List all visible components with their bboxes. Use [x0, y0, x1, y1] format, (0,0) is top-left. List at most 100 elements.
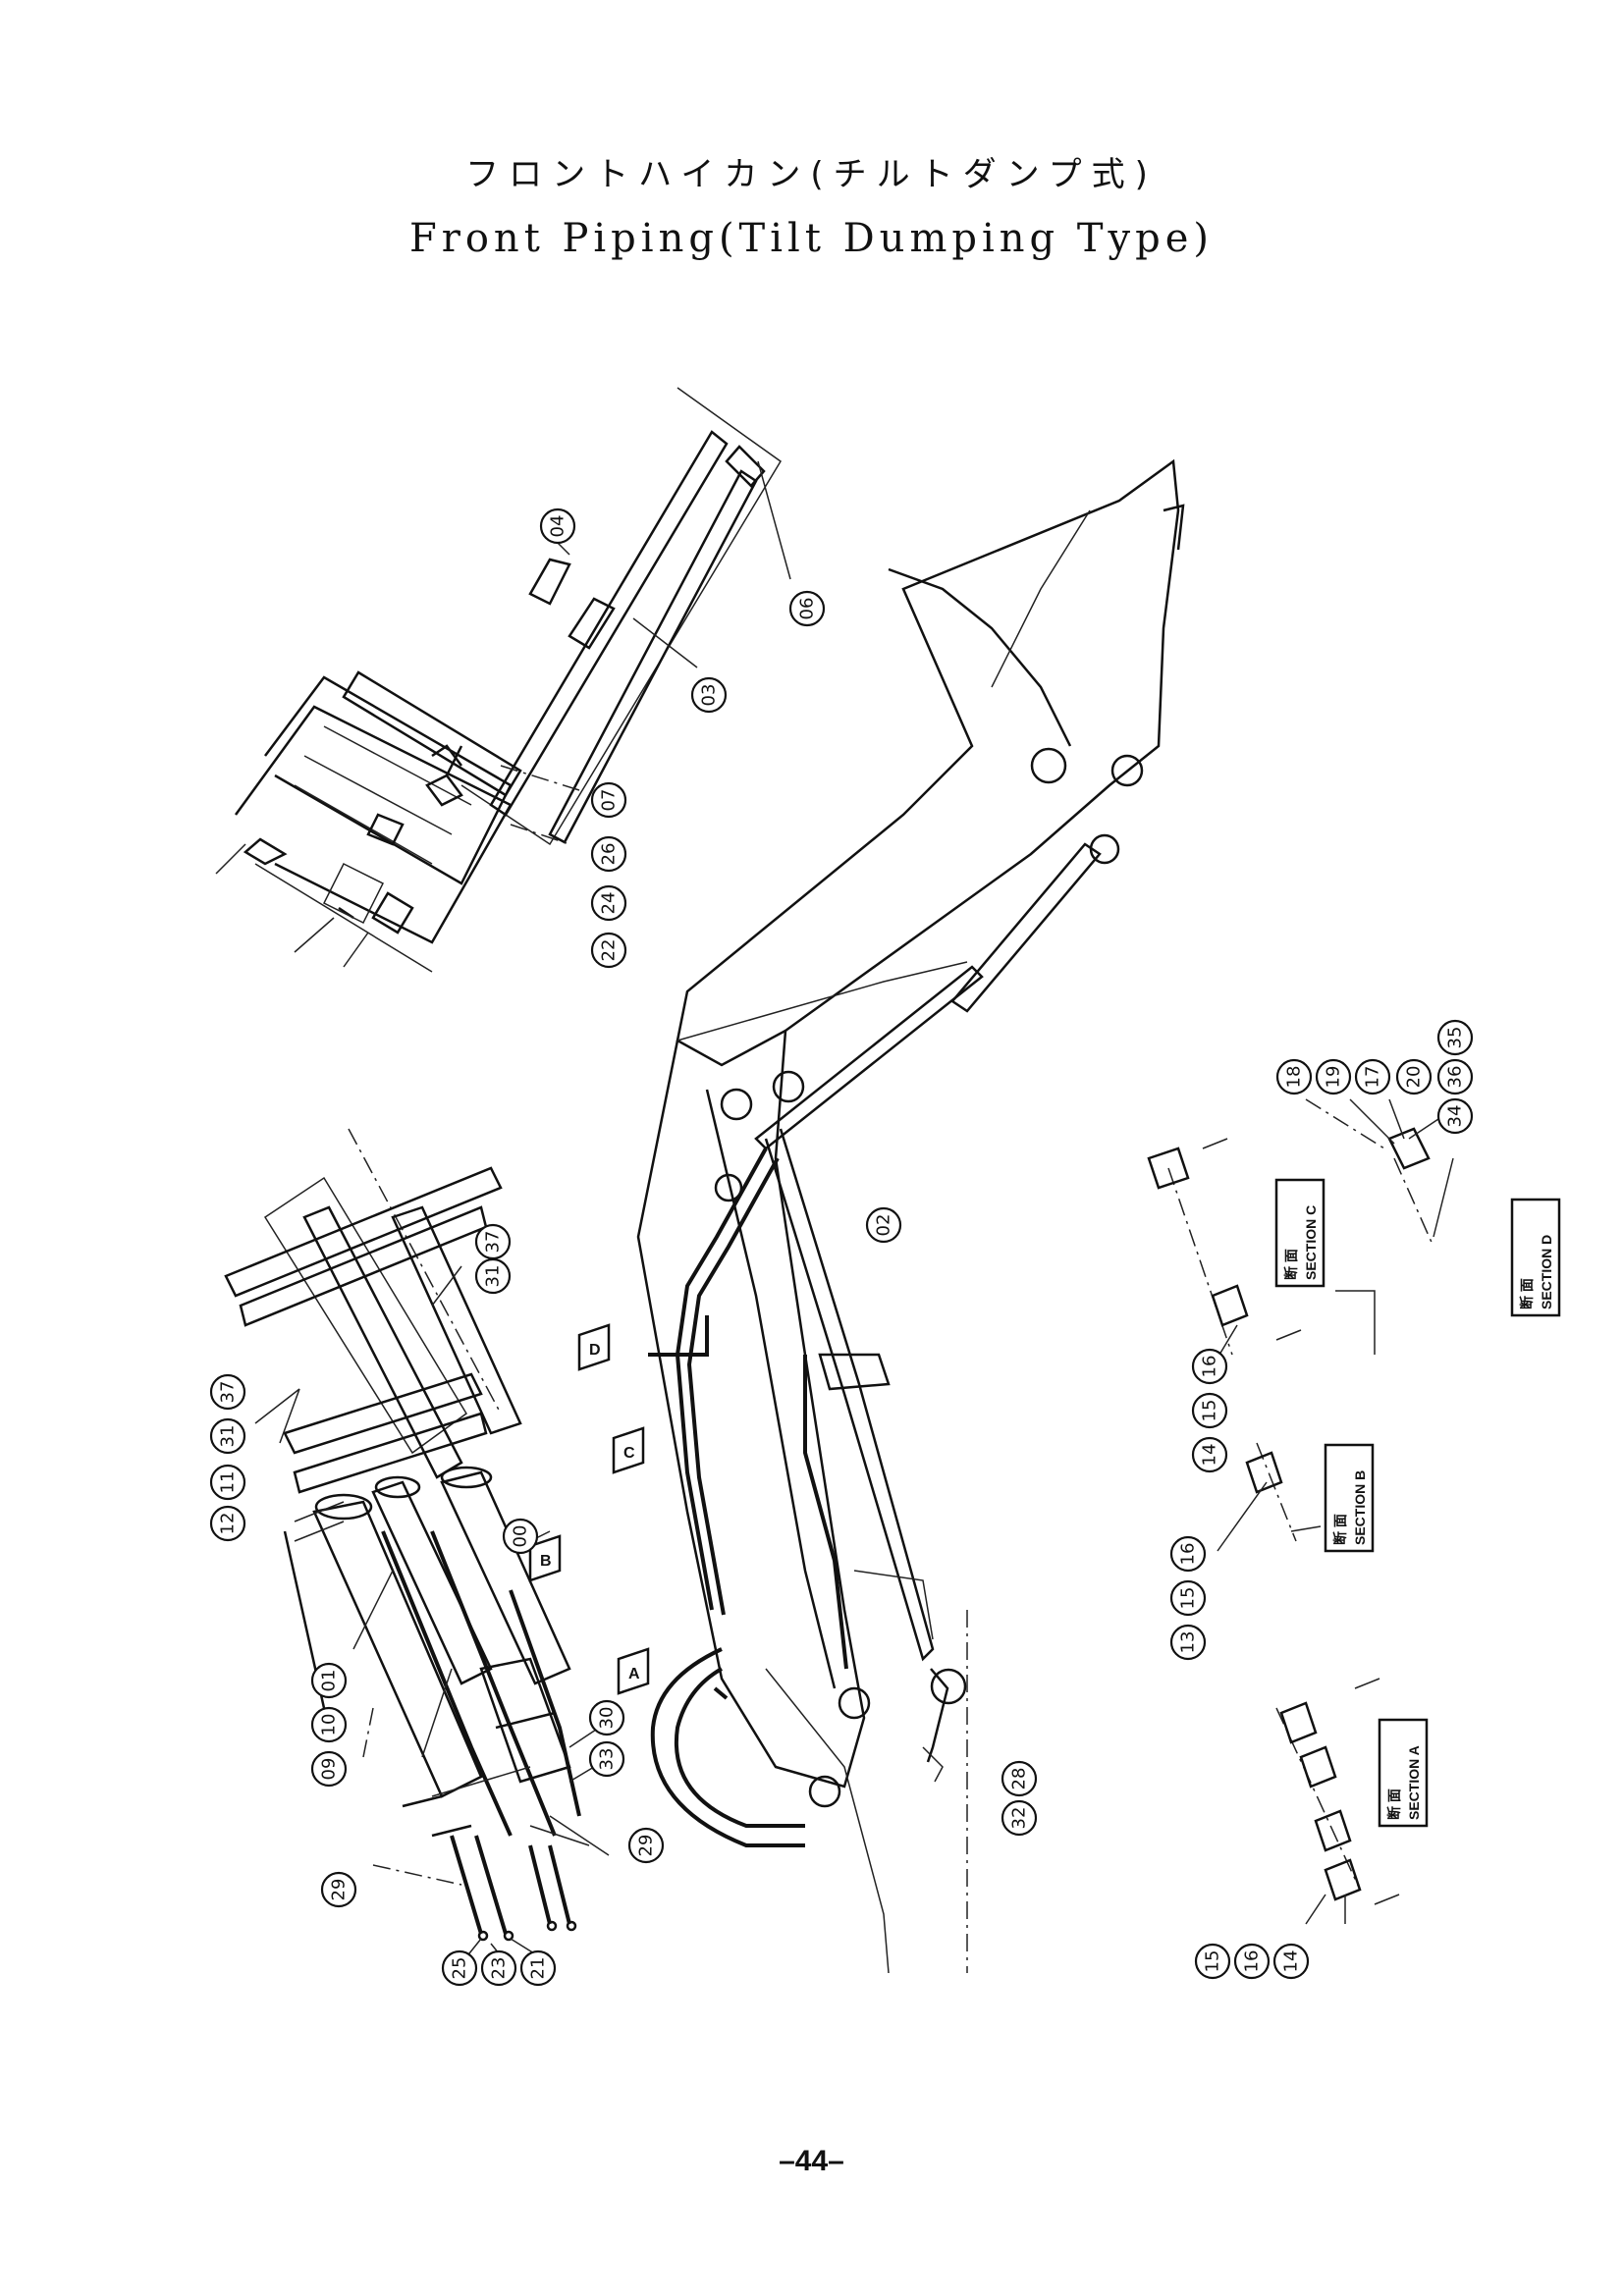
callout-37: 37 [209, 1373, 246, 1411]
callout-circle [1233, 1943, 1271, 1980]
view-arrow-B: B [528, 1534, 562, 1582]
callout-16: 16 [1233, 1943, 1271, 1980]
callout-label: 15 [1178, 1587, 1199, 1610]
callout-circle [1315, 1058, 1352, 1095]
callout-circle [1272, 1943, 1310, 1980]
callout-label: 17 [1363, 1066, 1383, 1089]
callout-label: 15 [1203, 1950, 1223, 1973]
callout-label: 37 [483, 1231, 504, 1254]
callout-label: 09 [319, 1758, 340, 1781]
callout-circle [1001, 1799, 1038, 1837]
section-b-en: SECTION B [1352, 1470, 1368, 1545]
view-arrow-D: D [577, 1323, 611, 1371]
callout-label: 01 [319, 1670, 340, 1692]
section-c-label: 断 面 SECTION C [1274, 1178, 1325, 1288]
callout-circle [209, 1417, 246, 1455]
callout-14: 14 [1191, 1436, 1228, 1473]
callout-circle [519, 1949, 557, 1987]
callout-15: 15 [1169, 1579, 1207, 1617]
callout-33: 33 [588, 1740, 625, 1778]
callout-label: 22 [599, 939, 620, 962]
callout-circle [1191, 1436, 1228, 1473]
page-number: –44– [779, 2145, 844, 2177]
callout-25: 25 [441, 1949, 478, 1987]
section-c-en: SECTION C [1303, 1205, 1319, 1280]
callout-label: 28 [1009, 1768, 1030, 1790]
view-arrow-B-label: B [540, 1553, 552, 1570]
callout-20: 20 [1395, 1058, 1433, 1095]
callout-circle [474, 1257, 512, 1295]
view-arrow-A-label: A [628, 1666, 640, 1682]
callout-31: 31 [474, 1257, 512, 1295]
callout-02: 02 [865, 1206, 902, 1244]
callout-04: 04 [539, 507, 576, 545]
callout-29: 29 [320, 1871, 357, 1908]
callout-circle [1436, 1058, 1474, 1095]
callout-label: 36 [1445, 1066, 1466, 1089]
view-arrow-C-label: C [623, 1445, 635, 1462]
callout-circle [1436, 1097, 1474, 1135]
callout-label: 03 [699, 684, 720, 707]
callout-15: 15 [1191, 1392, 1228, 1429]
callout-label: 13 [1178, 1631, 1199, 1654]
callout-13: 13 [1169, 1624, 1207, 1661]
callout-label: 35 [1445, 1027, 1466, 1049]
callout-16: 16 [1191, 1348, 1228, 1385]
boom-arm-assembly [636, 458, 1185, 1974]
section-a-en: SECTION A [1406, 1745, 1422, 1820]
callout-label: 00 [511, 1525, 531, 1548]
callout-label: 23 [489, 1957, 510, 1980]
section-d-label: 断 面 SECTION D [1510, 1198, 1561, 1317]
section-b-jp: 断 面 [1332, 1514, 1348, 1545]
callout-circle [502, 1518, 539, 1555]
callout-label: 30 [597, 1707, 618, 1730]
callout-label: 31 [218, 1425, 239, 1448]
callout-07: 07 [590, 781, 627, 819]
view-arrow-D-label: D [589, 1342, 601, 1359]
view-arrow-C: C [612, 1426, 645, 1474]
section-sketches [1147, 1098, 1454, 1925]
callout-label: 16 [1178, 1543, 1199, 1566]
callout-18: 18 [1275, 1058, 1313, 1095]
title-japanese: フロントハイカン(チルトダンプ式) [465, 155, 1158, 194]
callout-label: 16 [1200, 1356, 1220, 1378]
callout-circle [209, 1464, 246, 1501]
callout-label: 33 [597, 1748, 618, 1771]
callout-label: 29 [329, 1879, 350, 1901]
callout-circle [320, 1871, 357, 1908]
callout-circle [1436, 1019, 1474, 1056]
callout-circle [310, 1706, 348, 1743]
callout-label: 19 [1324, 1066, 1344, 1089]
callout-label: 29 [636, 1835, 657, 1857]
callout-circle [1191, 1392, 1228, 1429]
callout-09: 09 [310, 1750, 348, 1788]
view-arrow-A: A [617, 1647, 650, 1695]
detail-left [224, 1128, 610, 1969]
callout-label: 11 [218, 1471, 239, 1494]
callout-11: 11 [209, 1464, 246, 1501]
callout-label: 26 [599, 843, 620, 866]
callout-circle [590, 781, 627, 819]
callout-circle [1191, 1348, 1228, 1385]
callout-00: 00 [502, 1518, 539, 1555]
callout-label: 32 [1009, 1807, 1030, 1830]
callout-circle [690, 676, 728, 714]
callout-label: 07 [599, 789, 620, 812]
callout-label: 06 [797, 598, 818, 620]
callout-circle [788, 590, 826, 627]
callout-24: 24 [590, 884, 627, 922]
callout-35: 35 [1436, 1019, 1474, 1056]
callout-label: 21 [528, 1957, 549, 1980]
callout-circle [1395, 1058, 1433, 1095]
callout-label: 02 [874, 1214, 894, 1237]
callout-label: 31 [483, 1265, 504, 1288]
callout-label: 15 [1200, 1400, 1220, 1422]
callout-label: 16 [1242, 1950, 1263, 1973]
callout-circle [1194, 1943, 1231, 1980]
callout-03: 03 [690, 676, 728, 714]
callout-16: 16 [1169, 1535, 1207, 1573]
callout-label: 37 [218, 1381, 239, 1404]
section-c-jp: 断 面 [1283, 1249, 1299, 1280]
callout-circle [480, 1949, 517, 1987]
